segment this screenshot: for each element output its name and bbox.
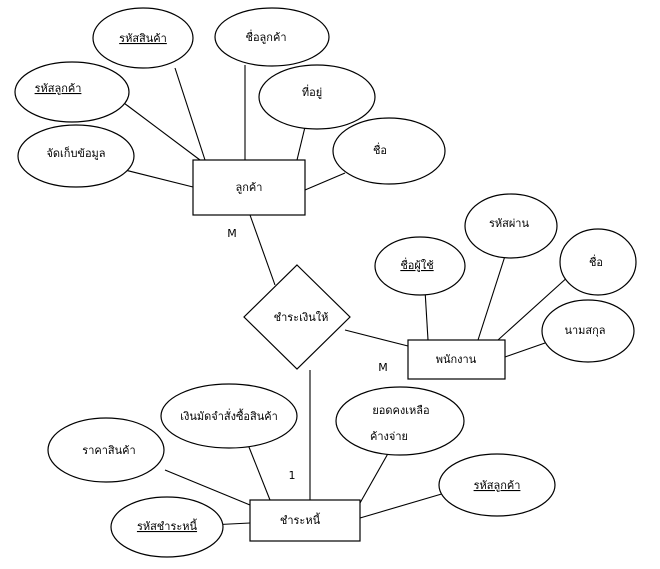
line-employee-password bbox=[477, 255, 506, 341]
attr-customer-product-id: รหัสสินค้า bbox=[92, 7, 194, 69]
attr-customer-name2: ชื่อ bbox=[332, 117, 446, 185]
entity-customer-label: ลูกค้า bbox=[236, 181, 263, 194]
entity-customer-box bbox=[192, 159, 306, 216]
attr-debt-balance-label-2: ค้างจ่าย bbox=[370, 430, 408, 443]
line-employee-surname bbox=[504, 342, 546, 358]
attr-customer-name: ชื่อลูกค้า bbox=[214, 7, 330, 67]
attr-customer-customer-id-ellipse bbox=[14, 61, 130, 123]
relationship-pay-label: ชำระเงินให้ bbox=[274, 311, 329, 324]
attr-employee-surname-ellipse bbox=[541, 299, 635, 363]
relationship-pay: ชำระเงินให้ bbox=[243, 264, 351, 370]
attr-debt-price-label: ราคาสินค้า bbox=[82, 444, 135, 457]
attr-debt-customer-id-label: รหัสลูกค้า bbox=[474, 479, 521, 492]
attr-employee-username: ชื่อผู้ใช้ bbox=[374, 236, 466, 296]
attr-debt-balance-ellipse bbox=[335, 386, 465, 456]
attr-customer-name2-label: ชื่อ bbox=[373, 142, 387, 157]
attr-employee-name-ellipse bbox=[559, 228, 637, 296]
entity-employee: พนักงาน bbox=[407, 339, 506, 380]
attr-customer-name-ellipse bbox=[214, 7, 330, 67]
attr-debt-debt-id-label: รหัสชำระหนี้ bbox=[137, 518, 198, 533]
attr-debt-balance: ยอดคงเหลือ ค้างจ่าย bbox=[335, 386, 465, 456]
attr-customer-address-ellipse bbox=[258, 64, 376, 130]
attr-debt-deposit: เงินมัดจำสั่งซื้อสินค้า bbox=[160, 383, 298, 449]
attr-debt-price: ราคาสินค้า bbox=[47, 417, 165, 483]
attr-debt-deposit-ellipse bbox=[160, 383, 298, 449]
attr-customer-collect-label: จัดเก็บข้อมูล bbox=[46, 146, 105, 160]
attr-customer-product-id-label: รหัสสินค้า bbox=[119, 32, 167, 45]
line-customer-address bbox=[296, 126, 306, 161]
cardinality-customer: M bbox=[227, 227, 237, 240]
attr-customer-collect-ellipse bbox=[17, 124, 135, 188]
attr-debt-customer-id: รหัสลูกค้า bbox=[438, 453, 556, 517]
line-customer-customer-id bbox=[119, 99, 201, 161]
attr-employee-surname-label: นามสกุล bbox=[564, 324, 605, 337]
line-employee-name bbox=[497, 274, 571, 341]
attr-employee-password-label: รหัสผ่าน bbox=[489, 217, 529, 230]
cardinality-debt: 1 bbox=[289, 469, 296, 482]
attr-customer-customer-id-label: รหัสลูกค้า bbox=[35, 82, 82, 95]
attr-employee-name-label: ชื่อ bbox=[589, 254, 603, 269]
attr-debt-debt-id: รหัสชำระหนี้ bbox=[110, 496, 224, 558]
line-customer-relationship bbox=[249, 214, 276, 286]
attr-debt-balance-label-1: ยอดคงเหลือ bbox=[372, 404, 429, 417]
attr-employee-password: รหัสผ่าน bbox=[464, 193, 558, 259]
line-debt-price bbox=[164, 469, 251, 506]
attr-customer-address: ที่อยู่ bbox=[258, 64, 376, 130]
attr-customer-name-label: ชื่อลูกค้า bbox=[245, 29, 286, 44]
attr-customer-product-id-ellipse bbox=[92, 7, 194, 69]
line-debt-balance bbox=[359, 449, 391, 504]
attr-employee-password-ellipse bbox=[464, 193, 558, 259]
line-debt-customer-id bbox=[359, 492, 446, 519]
attr-customer-customer-id: รหัสลูกค้า bbox=[14, 61, 130, 123]
line-debt-deposit bbox=[244, 436, 271, 501]
attr-customer-collect: จัดเก็บข้อมูล bbox=[17, 124, 135, 188]
attr-employee-username-label: ชื่อผู้ใช้ bbox=[400, 257, 433, 272]
attr-customer-address-label: ที่อยู่ bbox=[302, 84, 322, 99]
line-customer-product-id bbox=[174, 67, 206, 161]
attr-employee-username-ellipse bbox=[374, 236, 466, 296]
relationship-pay-diamond bbox=[243, 264, 351, 370]
cardinality-employee: M bbox=[378, 361, 388, 374]
line-customer-collect bbox=[124, 169, 194, 188]
entity-employee-label: พนักงาน bbox=[436, 353, 477, 366]
entity-customer: ลูกค้า bbox=[192, 159, 306, 216]
entity-employee-box bbox=[407, 339, 506, 380]
line-customer-name2 bbox=[304, 172, 346, 191]
entity-debt-label: ชำระหนี้ bbox=[280, 512, 321, 527]
entity-debt: ชำระหนี้ bbox=[249, 499, 361, 542]
attr-debt-price-ellipse bbox=[47, 417, 165, 483]
attr-debt-deposit-label: เงินมัดจำสั่งซื้อสินค้า bbox=[180, 408, 278, 423]
attr-debt-customer-id-ellipse bbox=[438, 453, 556, 517]
attr-customer-name2-ellipse bbox=[332, 117, 446, 185]
attr-employee-surname: นามสกุล bbox=[541, 299, 635, 363]
line-employee-username bbox=[424, 289, 429, 341]
entity-debt-box bbox=[249, 499, 361, 542]
attr-employee-name: ชื่อ bbox=[559, 228, 637, 296]
attr-debt-debt-id-ellipse bbox=[110, 496, 224, 558]
connectors bbox=[119, 65, 571, 526]
line-relationship-employee bbox=[344, 329, 409, 347]
